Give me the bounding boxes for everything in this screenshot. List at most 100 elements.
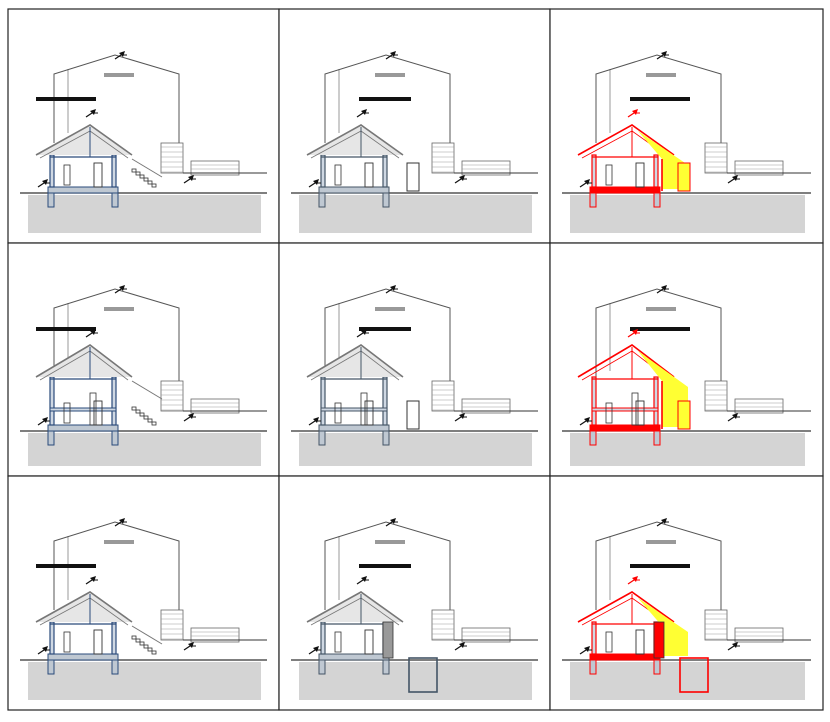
- intermediate-floor: [49, 407, 117, 412]
- rafter: [39, 597, 91, 626]
- level-marker-roof: [385, 51, 398, 60]
- footing-left: [318, 430, 326, 446]
- rafter: [360, 130, 400, 159]
- building-tag: [104, 307, 134, 311]
- window: [334, 164, 342, 186]
- window-upper: [89, 392, 97, 426]
- wall-right: [653, 154, 659, 188]
- wall-right: [111, 621, 117, 655]
- wall-left: [320, 621, 326, 655]
- section-panel-r3c2: [278, 475, 551, 711]
- new-construction-area: [638, 131, 688, 189]
- rafter: [581, 597, 633, 626]
- level-marker-ridge: [85, 329, 98, 338]
- rafter: [360, 597, 400, 626]
- foundation-slab: [47, 653, 119, 661]
- building-tag: [104, 540, 134, 544]
- wall-right: [382, 154, 388, 188]
- roof: [577, 591, 675, 623]
- section-panel-r2c1: [7, 242, 280, 477]
- section-panel-r1c1: [7, 8, 280, 244]
- level-marker-terrace: [727, 413, 740, 422]
- level-marker-roof: [656, 51, 669, 60]
- rear-stair: [131, 625, 163, 655]
- foundation-slab: [47, 186, 119, 194]
- level-marker-terrace: [727, 175, 740, 184]
- building-tag: [646, 540, 676, 544]
- title-bar: [630, 97, 690, 101]
- section-panel-r1c2: [278, 8, 551, 244]
- rafter: [39, 130, 91, 159]
- door: [364, 400, 374, 426]
- ground-soil: [28, 195, 261, 233]
- intermediate-floor: [591, 407, 659, 412]
- level-marker-ground: [37, 179, 50, 188]
- level-marker-roof: [114, 285, 127, 294]
- foundation-slab: [318, 424, 390, 432]
- foundation-slab: [589, 424, 661, 432]
- title-bar: [36, 564, 96, 568]
- building-tag: [104, 73, 134, 77]
- window: [605, 164, 613, 186]
- footing-right: [653, 659, 661, 675]
- building-section: [306, 591, 438, 693]
- window: [605, 631, 613, 653]
- footing-right: [653, 192, 661, 208]
- level-marker-terrace: [183, 413, 196, 422]
- door: [93, 162, 103, 188]
- footing-right: [382, 192, 390, 208]
- level-marker-ground: [37, 417, 50, 426]
- rear-basement: [382, 621, 438, 693]
- footing-right: [653, 430, 661, 446]
- ground-soil: [28, 662, 261, 700]
- rafter: [89, 597, 129, 626]
- rafter: [39, 350, 91, 381]
- building-section: [35, 591, 163, 675]
- foundation-slab: [318, 653, 390, 661]
- window: [334, 402, 342, 424]
- building-tag: [375, 540, 405, 544]
- section-panel-r2c2: [278, 242, 551, 477]
- footing-right: [111, 430, 119, 446]
- level-marker-roof: [385, 518, 398, 527]
- door: [93, 629, 103, 655]
- background-building: [324, 521, 451, 610]
- background-building: [595, 54, 722, 143]
- wall-right: [653, 376, 659, 426]
- door: [364, 629, 374, 655]
- footing-right: [111, 192, 119, 208]
- ground-soil: [28, 433, 261, 466]
- rear-annex: [677, 400, 691, 430]
- rafter: [581, 130, 633, 159]
- rafter: [310, 350, 362, 381]
- window: [63, 164, 71, 186]
- level-marker-ridge: [627, 329, 640, 338]
- level-marker-roof: [114, 518, 127, 527]
- level-marker-ground: [308, 179, 321, 188]
- footing-left: [318, 192, 326, 208]
- roof: [577, 344, 675, 378]
- rafter: [360, 350, 400, 381]
- wall-left: [49, 154, 55, 188]
- rafter: [581, 350, 633, 381]
- chimney: [382, 621, 394, 659]
- background-building: [595, 288, 722, 381]
- door: [635, 629, 645, 655]
- building-tag: [646, 307, 676, 311]
- foundation-slab: [318, 186, 390, 194]
- rear-stair: [131, 158, 163, 188]
- footing-right: [111, 659, 119, 675]
- level-marker-terrace: [454, 413, 467, 422]
- ground-soil: [570, 433, 805, 466]
- wall-left: [591, 154, 597, 188]
- rear-annex: [406, 162, 420, 192]
- door: [364, 162, 374, 188]
- level-marker-ground: [308, 646, 321, 655]
- level-marker-ground: [579, 646, 592, 655]
- level-marker-terrace: [727, 642, 740, 651]
- section-panel-r2c3: [549, 242, 824, 477]
- building-section: [577, 344, 691, 446]
- chimney: [653, 621, 665, 659]
